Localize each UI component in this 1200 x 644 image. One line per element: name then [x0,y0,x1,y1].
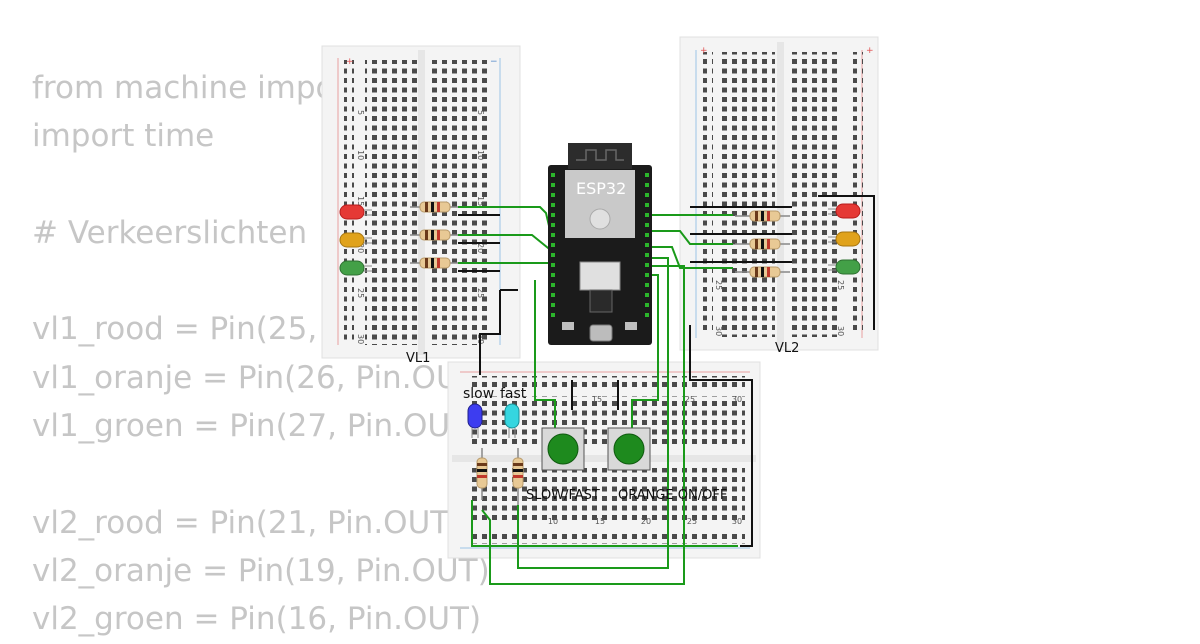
resistor [476,448,488,500]
col-number: 10 [548,517,558,526]
col-number: 25 [685,395,695,404]
row-number: 30 [836,326,845,336]
board-label: ESP32 [576,179,626,198]
label-fast: fast [500,386,527,402]
espressif-logo-icon [589,208,611,230]
label-slow: slow [463,386,494,402]
label-vl2: VL2 [775,341,799,356]
resistor [410,201,458,213]
col-number: 15 [592,395,602,404]
wire-button-orange [631,274,659,430]
resistor [410,257,458,269]
code-line: import time [32,118,215,155]
code-line: vl2_rood = Pin(21, Pin.OUT) [32,504,462,541]
led-cyan [504,403,520,438]
button-orange[interactable] [607,427,651,471]
row-number: 30 [356,334,365,344]
col-number: 15 [595,517,605,526]
svg-text:+: + [866,46,874,56]
black-wires [458,195,875,547]
wire-vl2-green [650,246,733,269]
wire-led-cyan [481,265,685,585]
row-number: 20 [476,243,485,253]
code-line: # Verkeerslichten [32,214,308,251]
button-slow-fast[interactable] [541,427,585,471]
row-number: 5 [476,110,485,115]
led-red [339,204,372,220]
row-numbers: 5 10 15 20 25 30 5 10 15 20 25 30 25 30 … [356,110,845,526]
resistors [410,201,790,505]
row-number: 25 [476,288,485,298]
wire-vl2-orange [650,230,733,245]
row-number: 25 [836,280,845,290]
wire-gnd-loop [471,500,738,547]
resistor [735,210,790,222]
label-button-orange: ORANGE ON/OFF [618,488,727,503]
row-number: 5 [356,110,365,115]
resistor [410,229,458,241]
circuit-diagram: + − + + 5 10 15 20 25 30 5 10 15 20 [321,36,879,585]
breadboard-buttons [447,361,761,559]
row-number: 25 [714,280,723,290]
label-vl1: VL1 [406,351,430,366]
code-line: vl2_oranje = Pin(19, Pin.OUT) [32,552,490,589]
row-number: 25 [356,288,365,298]
led-amber [339,232,372,248]
svg-text:−: − [490,57,498,67]
row-number: 30 [714,326,723,336]
led-green [828,259,861,275]
led-amber [828,231,861,247]
svg-text:+: + [346,57,354,67]
resistor [735,266,790,278]
row-number: 15 [476,196,485,206]
label-button-slow-fast: SLOW/FAST [526,488,600,503]
row-number: 10 [356,150,365,160]
svg-text:+: + [700,46,708,56]
wire-button-slow [534,280,556,430]
col-number: 30 [732,517,742,526]
resistor [512,448,524,505]
led-red [828,203,861,219]
row-number: 10 [476,150,485,160]
col-number: 20 [641,517,651,526]
led-blue [467,403,483,438]
leds-vl1 [339,204,372,276]
row-number: 20 [356,243,365,253]
led-green [339,260,372,276]
breadboard-vl2: + + [679,36,879,351]
col-number: 25 [687,517,697,526]
resistor [735,238,790,250]
wire-vl1-orange [458,234,554,253]
col-number: 30 [732,395,742,404]
green-wires [458,206,738,585]
esp32-board: ESP32 [548,143,652,345]
leds-vl2 [828,203,861,275]
breadboard-vl1: + − [321,45,521,359]
row-number: 15 [356,196,365,206]
